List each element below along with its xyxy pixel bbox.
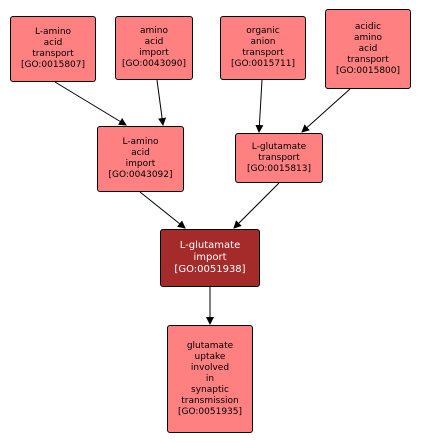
node-label: organic anion transport [GO:0015711] — [230, 26, 296, 69]
edge-l-glutamate-transport-to-l-glutamate-import — [233, 182, 280, 229]
node-label: L-amino acid import [GO:0043092] — [108, 137, 173, 180]
node-l-glutamate-transport[interactable]: L-glutamate transport [GO:0015813] — [235, 133, 323, 183]
edge-l-amino-acid-transport-to-l-amino-acid-import — [54, 81, 127, 126]
edge-l-amino-acid-import-to-l-glutamate-import — [139, 191, 186, 229]
node-label: acidic amino acid transport [GO:0015800] — [335, 21, 401, 76]
node-l-amino-acid-import[interactable]: L-amino acid import [GO:0043092] — [97, 126, 184, 192]
node-glutamate-uptake-synaptic-transmission[interactable]: glutamate uptake involved in synaptic tr… — [167, 325, 253, 433]
node-label: L-glutamate transport [GO:0015813] — [246, 141, 312, 174]
edge-organic-anion-transport-to-l-glutamate-transport — [255, 79, 264, 133]
node-label: L-glutamate import [GO:0051938] — [174, 240, 246, 275]
node-l-glutamate-import[interactable]: L-glutamate import [GO:0051938] — [160, 229, 260, 287]
edge-amino-acid-import-to-l-amino-acid-import — [156, 79, 167, 126]
node-acidic-amino-acid-transport[interactable]: acidic amino acid transport [GO:0015800] — [325, 9, 411, 89]
edge-acidic-amino-acid-transport-to-l-glutamate-transport — [301, 88, 351, 133]
node-label: amino acid import [GO:0043090] — [121, 26, 187, 69]
node-label: L-amino acid transport [GO:0015807] — [20, 27, 86, 70]
node-l-amino-acid-transport[interactable]: L-amino acid transport [GO:0015807] — [10, 16, 96, 82]
node-organic-anion-transport[interactable]: organic anion transport [GO:0015711] — [220, 16, 306, 80]
node-amino-acid-import[interactable]: amino acid import [GO:0043090] — [115, 16, 193, 80]
node-label: glutamate uptake involved in synaptic tr… — [177, 340, 243, 417]
